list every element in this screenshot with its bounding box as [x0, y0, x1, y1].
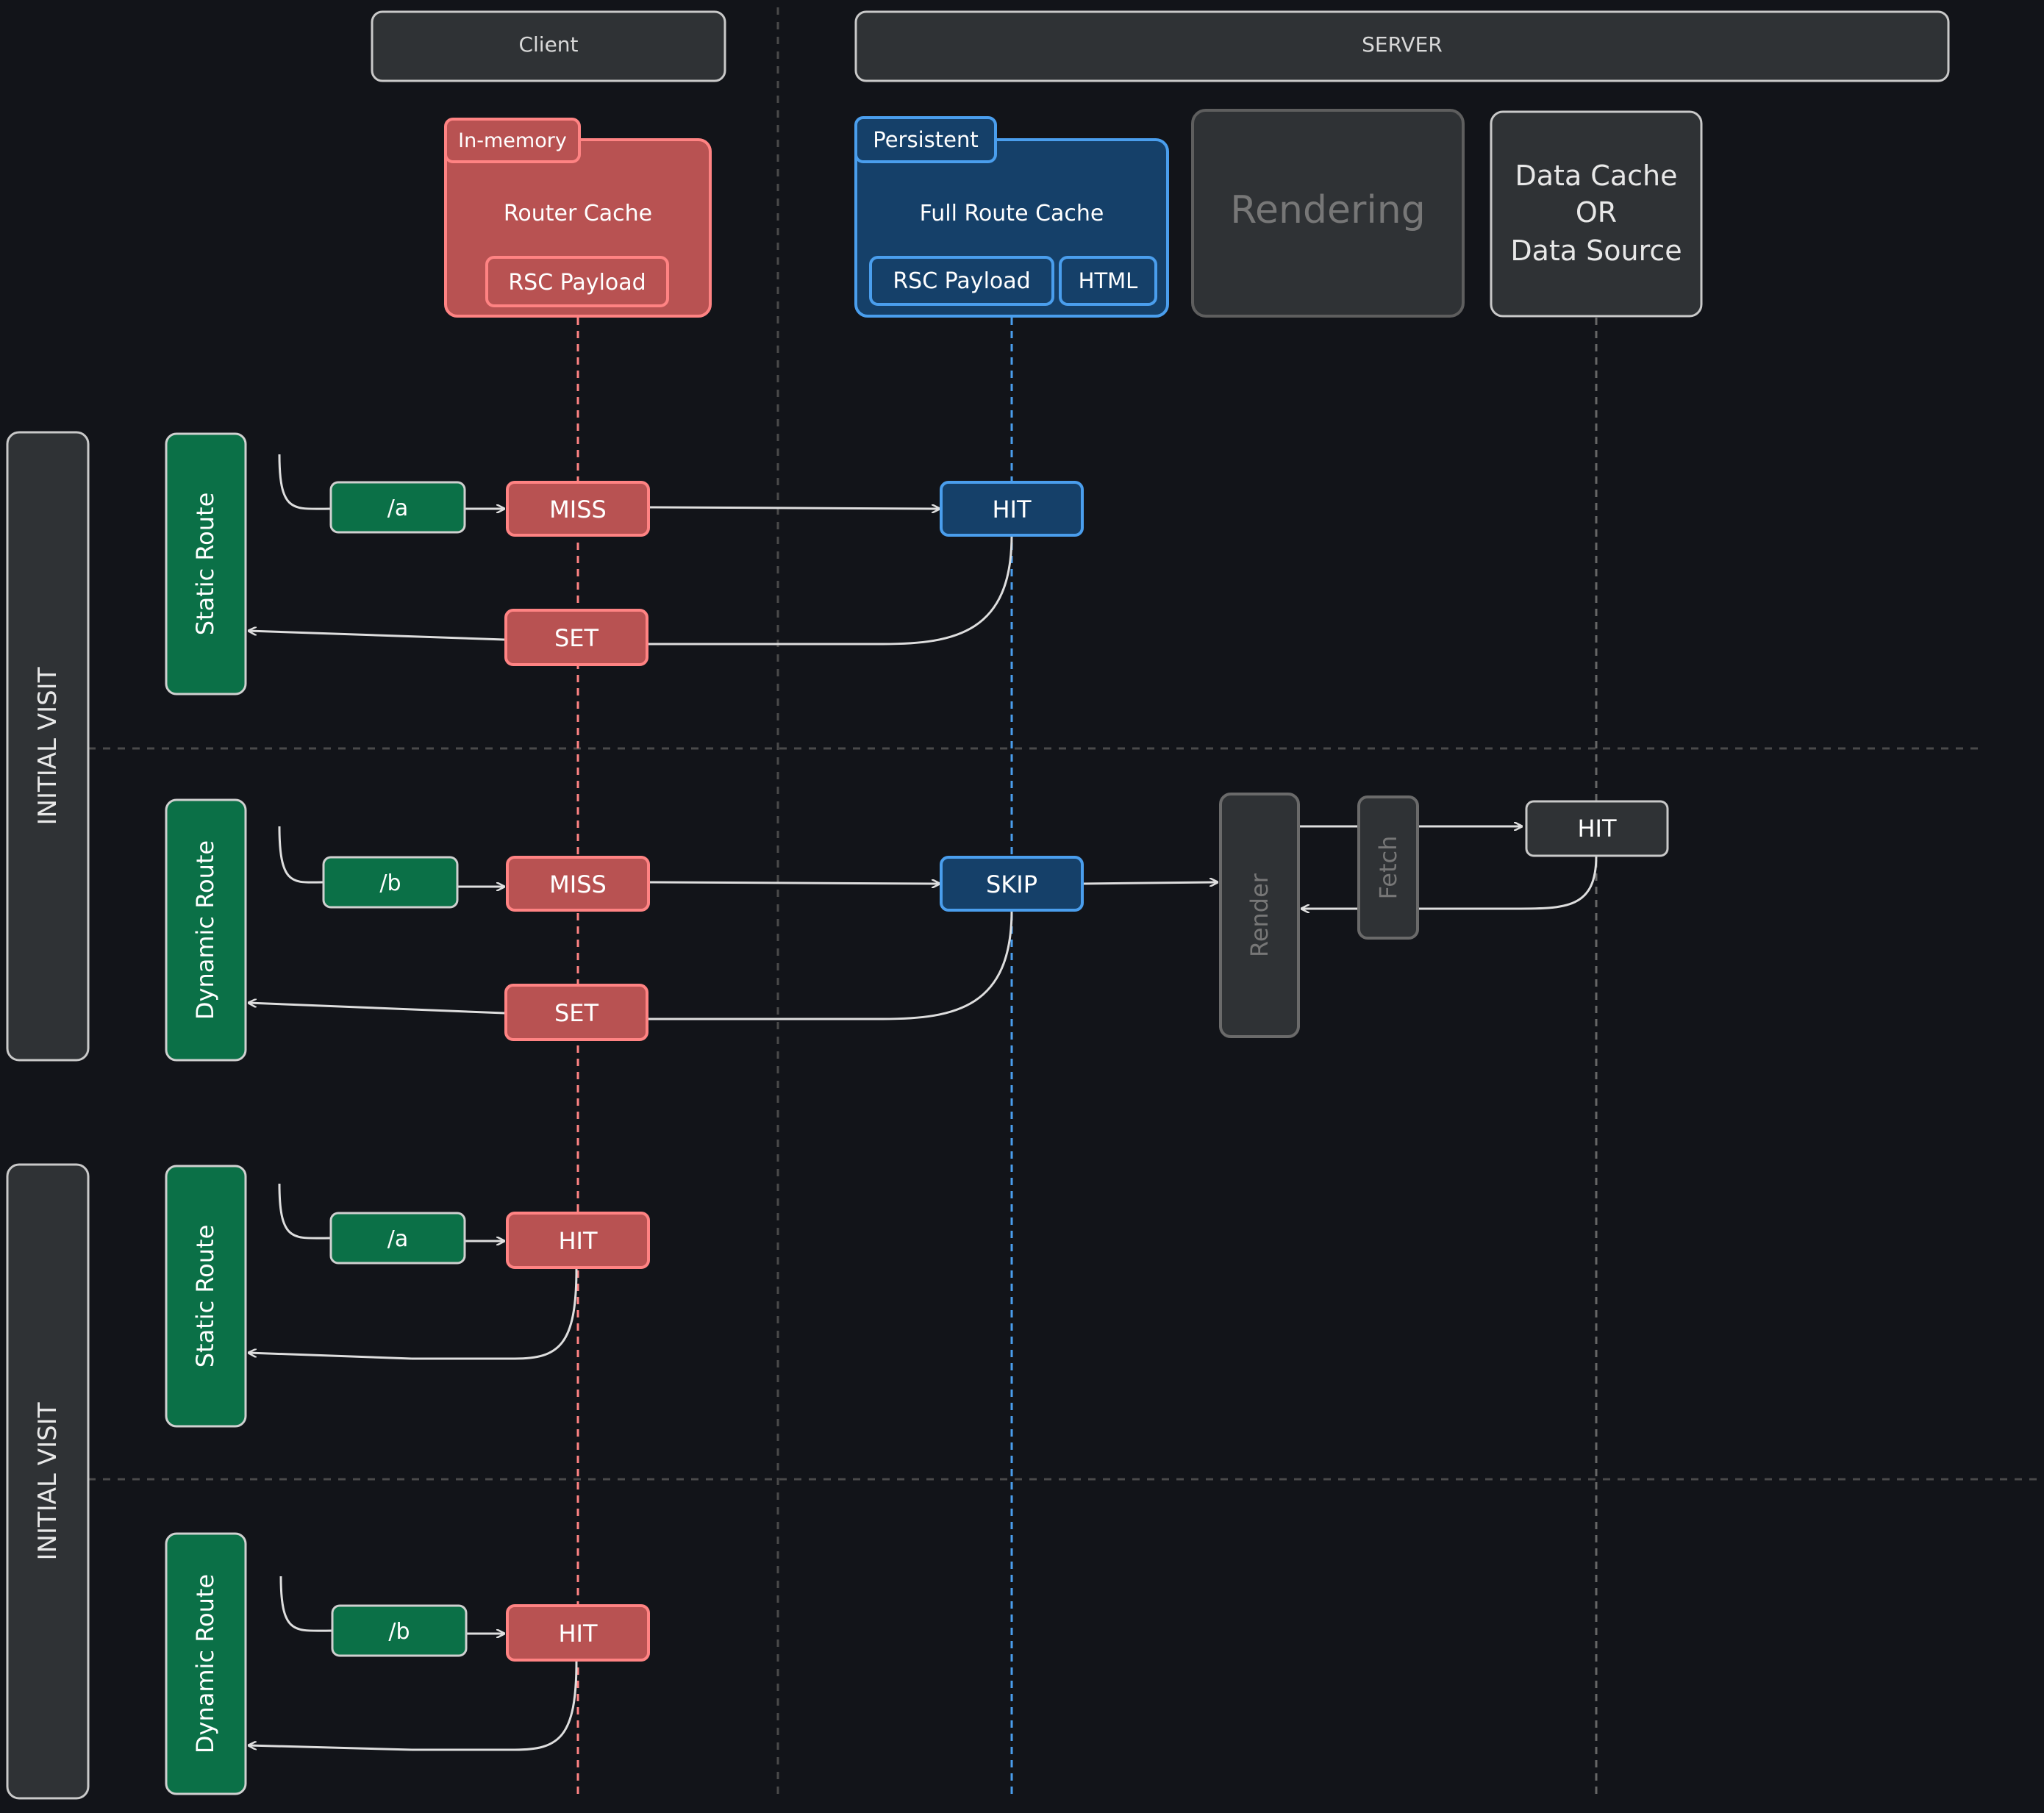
row-1-router-status-label: MISS	[549, 496, 607, 523]
row-2-render-box: Render	[1219, 793, 1300, 1038]
row-2-render-label: Render	[1246, 873, 1273, 957]
route-type-row-1: Static Route	[165, 432, 247, 695]
client-header-label: Client	[518, 32, 578, 57]
row-4-path-label: /b	[388, 1619, 410, 1645]
row-1-full-route-status: HIT	[940, 481, 1084, 537]
row-2-data-return-curve	[1419, 855, 1598, 910]
row-2-to-render-arrow	[1082, 882, 1218, 884]
row-3-path-chip[interactable]: /a	[329, 1212, 466, 1265]
rendering-box: Rendering	[1191, 109, 1465, 318]
router-rsc-payload	[485, 256, 669, 307]
route-type-row-3-text: Static Route	[191, 1225, 219, 1368]
section-label-1: INITIAL VISIT	[6, 431, 90, 1062]
row-2-set-box: SET	[504, 984, 648, 1041]
row-4-path-chip[interactable]: /b	[331, 1604, 468, 1657]
row-4-router-status: HIT	[506, 1604, 650, 1662]
row-3-return-arrow	[249, 1353, 412, 1360]
row-2-fetch-box: Fetch	[1357, 795, 1419, 940]
row-1-path-label: /a	[387, 496, 409, 521]
row-4-return-curve	[412, 1661, 578, 1751]
row-1-full-route-status-label: HIT	[992, 496, 1032, 523]
data-source-line-1: Data Cache	[1515, 160, 1678, 192]
row-2-set-label: SET	[554, 999, 599, 1027]
row-3-request-curve	[278, 1183, 332, 1240]
section-label-2: INITIAL VISIT	[6, 1163, 90, 1800]
row-2-return-arrow	[249, 1003, 505, 1015]
row-1-path-chip[interactable]: /a	[329, 481, 466, 534]
row-2-path-label: /b	[379, 870, 401, 896]
server-header: SERVER	[854, 10, 1950, 82]
section-label-1-text: INITIAL VISIT	[33, 667, 62, 825]
row-1-set-label: SET	[554, 624, 599, 652]
data-source-box: Data Cache OR Data Source	[1490, 110, 1703, 318]
row-2-fetch-label: Fetch	[1374, 836, 1402, 900]
row-3-router-status-label: HIT	[558, 1227, 598, 1255]
full-route-html	[1059, 256, 1157, 306]
data-source-line-2: OR	[1576, 196, 1617, 229]
row-2-request-curve	[278, 826, 324, 884]
route-type-row-4-text: Dynamic Route	[191, 1574, 219, 1753]
full-route-rsc-payload	[869, 256, 1054, 306]
route-type-row-4: Dynamic Route	[165, 1532, 247, 1795]
row-2-full-route-status-label: SKIP	[986, 870, 1037, 898]
server-header-label: SERVER	[1362, 32, 1443, 57]
row-1-set-box: SET	[504, 609, 648, 666]
row-1-router-status: MISS	[506, 481, 650, 537]
route-type-row-3: Static Route	[165, 1165, 247, 1428]
in-memory-tag-label: In-memory	[458, 129, 567, 152]
row-2-full-route-status: SKIP	[940, 856, 1084, 912]
row-3-path-label: /a	[387, 1226, 409, 1252]
row-1-request-curve	[278, 454, 332, 510]
full-route-cache-title: Full Route Cache	[920, 201, 1104, 226]
persistent-tag-label: Persistent	[873, 127, 978, 152]
row-2-data-status-label: HIT	[1577, 815, 1617, 843]
row-3-return-curve	[412, 1268, 578, 1360]
data-source-line-3: Data Source	[1510, 235, 1682, 267]
router-cache-title: Router Cache	[504, 201, 652, 226]
row-4-router-status-label: HIT	[558, 1620, 598, 1648]
client-header: Client	[371, 10, 726, 82]
row-1-return-curve	[647, 534, 1013, 646]
route-type-row-2: Dynamic Route	[165, 798, 247, 1062]
row-2-router-status-label: MISS	[549, 870, 607, 898]
row-2-path-chip[interactable]: /b	[322, 856, 459, 909]
router-rsc-payload-label: RSC Payload	[508, 270, 646, 296]
row-2-to-full-route-arrow	[648, 882, 940, 884]
row-2-return-curve	[647, 909, 1013, 1020]
row-2-router-status: MISS	[506, 856, 650, 912]
row-3-router-status: HIT	[506, 1212, 650, 1269]
row-4-return-arrow	[249, 1745, 412, 1751]
section-label-2-text: INITIAL VISIT	[33, 1402, 62, 1560]
full-route-html-label: HTML	[1079, 268, 1138, 293]
persistent-tag	[854, 116, 997, 163]
router-cache-box: In-memory Router Cache RSC Payload	[444, 118, 712, 318]
route-type-row-2-text: Dynamic Route	[191, 840, 219, 1020]
row-1-to-full-route-arrow	[648, 507, 940, 509]
route-type-row-1-text: Static Route	[191, 493, 219, 636]
full-route-rsc-payload-label: RSC Payload	[893, 268, 1030, 294]
full-route-cache-box: Persistent Full Route Cache RSC Payload …	[854, 116, 1169, 318]
rendering-title: Rendering	[1230, 188, 1426, 232]
row-1-return-arrow	[249, 631, 505, 641]
in-memory-tag	[444, 118, 581, 163]
row-4-request-curve	[279, 1576, 333, 1632]
row-2-data-status: HIT	[1525, 800, 1669, 857]
